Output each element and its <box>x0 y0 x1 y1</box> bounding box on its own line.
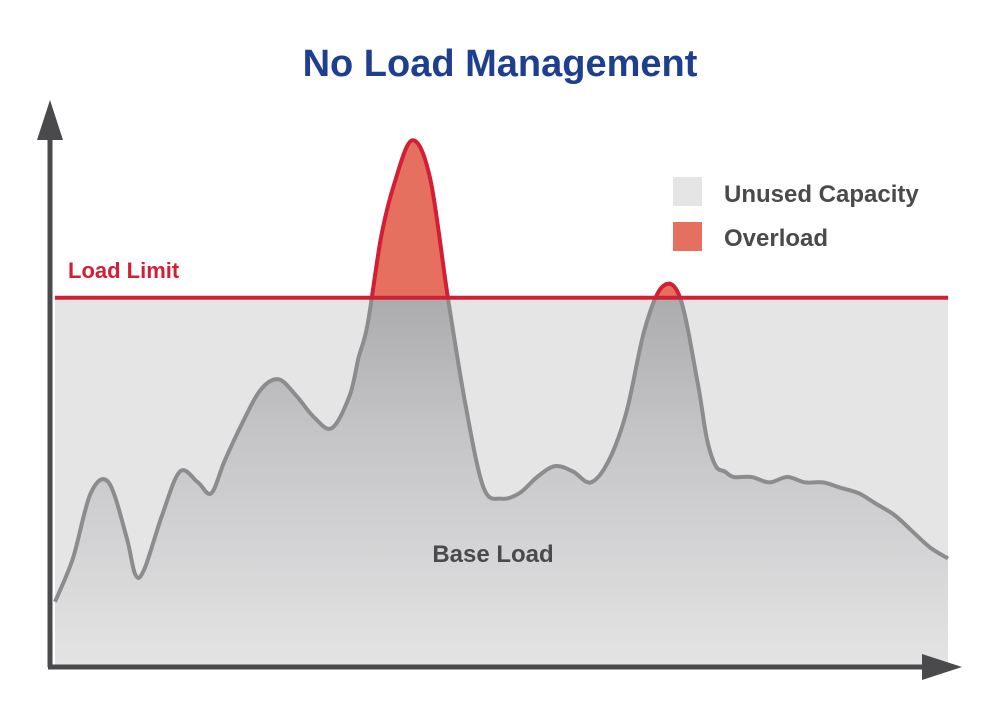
load-limit-label: Load Limit <box>68 258 180 283</box>
base-load-area <box>55 297 948 667</box>
legend-swatch-overload <box>673 222 702 251</box>
x-axis-arrow <box>922 654 962 680</box>
overload-area <box>371 140 681 298</box>
legend-swatch-unused-capacity <box>673 177 702 206</box>
base-load-label: Base Load <box>432 541 553 568</box>
y-axis-arrow <box>37 100 63 140</box>
load-curve <box>53 297 950 603</box>
legend-label-unused-capacity: Unused Capacity <box>724 181 919 208</box>
legend-label-overload: Overload <box>724 225 828 252</box>
chart-title: No Load Management <box>303 43 698 85</box>
